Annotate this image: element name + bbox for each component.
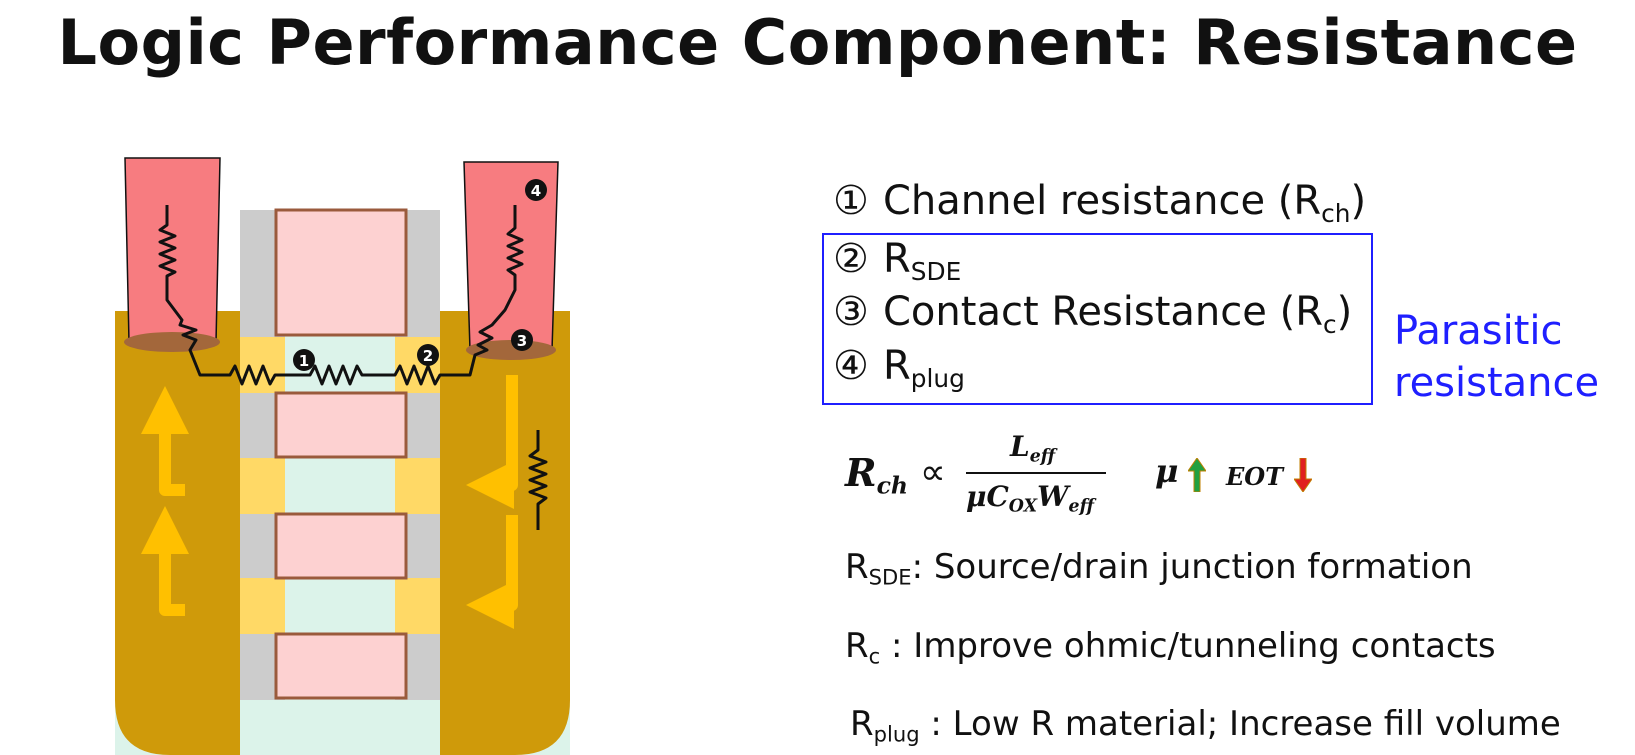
channel-slot: [285, 700, 395, 755]
marker-3: 3: [511, 329, 533, 351]
drain-region: [440, 311, 570, 755]
svg-text:4: 4: [531, 182, 541, 200]
current-arrow: [141, 386, 189, 496]
source-bottom-curve: [115, 700, 170, 755]
current-arrow: [466, 515, 518, 629]
up-arrow-icon: [1188, 458, 1206, 492]
svg-text:3: 3: [517, 332, 527, 350]
svg-text:2: 2: [423, 347, 433, 365]
gate-finger: [274, 632, 408, 700]
left-silicide: [124, 332, 220, 352]
list-number: ③: [833, 289, 869, 335]
equation-numerator: Leff: [1010, 430, 1056, 467]
standalone-resistor: [528, 430, 548, 530]
extension-region: [395, 458, 440, 514]
page-title: Logic Performance Component: Resistance: [57, 6, 1578, 79]
description-contact: Rc : Improve ohmic/tunneling contacts: [845, 626, 1496, 669]
mobility-term: μ: [1155, 452, 1179, 490]
right-silicide: [466, 340, 556, 360]
equation-denominator: μCOXWeff: [966, 480, 1094, 517]
list-number: ②: [833, 236, 869, 282]
top-gate: [274, 208, 408, 337]
description-sde: RSDE: Source/drain junction formation: [845, 547, 1473, 590]
source-region: [115, 311, 240, 755]
list-number: ①: [833, 178, 869, 224]
extension-region: [240, 578, 285, 634]
gate-finger: [274, 512, 408, 580]
list-number: ④: [833, 343, 869, 389]
drain-bottom-curve: [515, 700, 570, 755]
marker-2: 2: [417, 344, 439, 366]
current-arrow: [141, 506, 189, 616]
extension-region: [395, 578, 440, 634]
equation-lhs: Rch: [845, 450, 909, 500]
marker-4: 4: [525, 179, 547, 201]
channel-slot: [285, 458, 395, 514]
down-arrow-icon: [1294, 458, 1312, 492]
eot-term: EOT: [1226, 462, 1284, 491]
description-plug: Rplug : Low R material; Increase fill vo…: [850, 704, 1561, 747]
resistor-chain: [158, 205, 524, 386]
fraction-bar: [966, 472, 1106, 474]
channel-slot: [285, 578, 395, 634]
parasitic-label: Parasitic resistance: [1394, 308, 1600, 406]
marker-1: 1: [293, 349, 315, 371]
extension-region: [240, 458, 285, 514]
current-arrow: [466, 375, 518, 509]
svg-text:1: 1: [299, 352, 309, 370]
gate-finger: [274, 391, 408, 459]
proportional-symbol: ∝: [920, 452, 946, 493]
parasitic-box: [822, 233, 1373, 405]
